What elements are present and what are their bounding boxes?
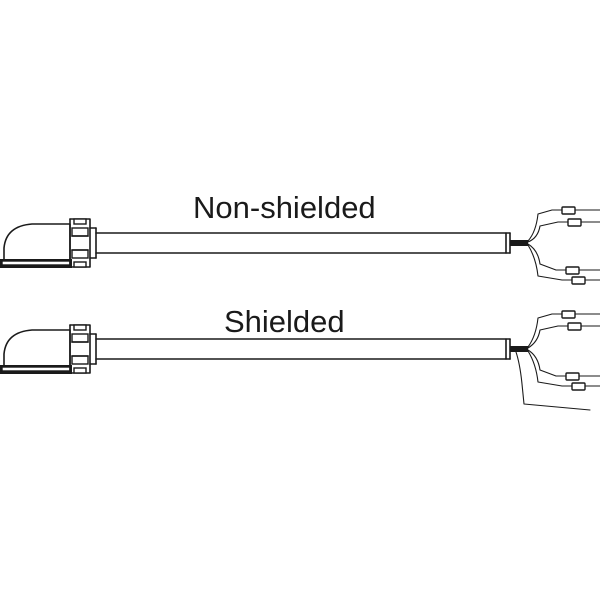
non-shielded-terminals	[561, 206, 600, 285]
shielded-jacket	[95, 338, 511, 360]
non-shielded-jacket	[95, 232, 511, 254]
non-shielded-wire-bundle	[510, 240, 528, 246]
shielded-wire-bundle	[510, 346, 528, 352]
shielded-label: Shielded	[224, 304, 345, 339]
shielded-connector	[0, 324, 97, 374]
shielded-cable: Shielded	[0, 304, 600, 411]
non-shielded-cable: Non-shielded	[0, 190, 600, 285]
non-shielded-label: Non-shielded	[193, 190, 376, 225]
non-shielded-wires	[527, 209, 573, 281]
shielded-wires	[515, 313, 591, 411]
shielded-terminals	[561, 310, 600, 391]
non-shielded-connector	[0, 218, 97, 268]
